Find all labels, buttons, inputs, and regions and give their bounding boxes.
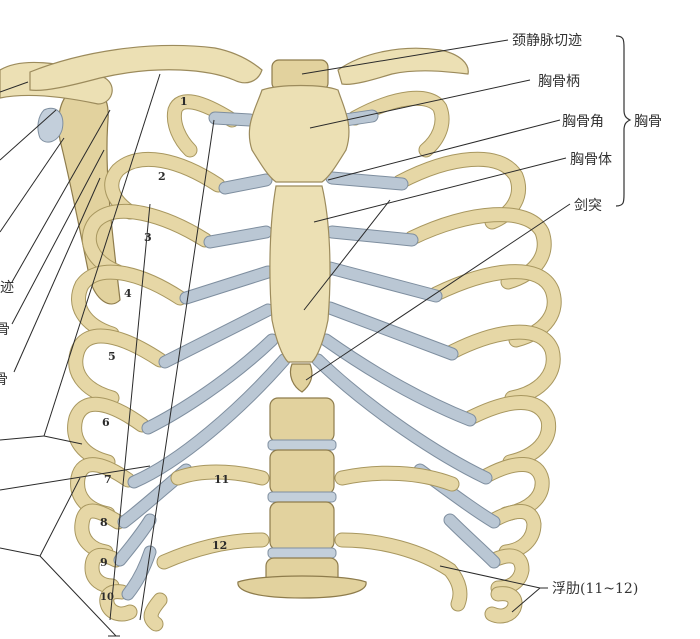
label-sternum-group: 胸骨	[634, 114, 662, 130]
cropped-left-label-3: 骨	[0, 372, 8, 388]
label-sternal-angle: 胸骨角	[562, 114, 604, 130]
sternum-group-brace	[615, 35, 632, 207]
rib-number-8: 8	[100, 516, 108, 529]
right-labels: 颈静脉切迹 胸骨柄 胸骨角 胸骨体 剑突 胸骨 浮肋(11~12)	[512, 33, 662, 597]
sternum-body-shape	[269, 185, 331, 363]
left-ribs	[67, 94, 291, 632]
sternum	[248, 84, 350, 393]
manubrium-shape	[248, 84, 350, 183]
rib-number-5: 5	[108, 350, 116, 363]
rib-number-9: 9	[100, 556, 108, 569]
rib-number-10: 10	[100, 592, 114, 603]
label-jugular-notch: 颈静脉切迹	[512, 33, 582, 49]
rib-number-labels: 1 2 3 4 5 6 7 8 9 10 11 12	[100, 95, 229, 603]
label-xiphoid: 剑突	[574, 198, 602, 214]
rib-number-2: 2	[158, 170, 166, 183]
rib-number-12: 12	[212, 539, 227, 552]
label-floating-ribs: 浮肋(11~12)	[552, 581, 638, 597]
label-sternum-body: 胸骨体	[570, 152, 612, 168]
rib-number-3: 3	[144, 231, 152, 244]
rib-number-6: 6	[102, 416, 110, 429]
cropped-left-label-1: 迹	[0, 280, 14, 296]
rib-number-7: 7	[104, 473, 112, 486]
left-cropped-labels: 迹 骨 骨	[0, 280, 14, 388]
right-ribs	[311, 90, 562, 624]
left-leader-lines	[0, 73, 215, 637]
label-manubrium: 胸骨柄	[538, 74, 580, 90]
clavicle-illustration	[29, 44, 469, 91]
vertebral-column	[237, 59, 367, 599]
rib-number-11: 11	[214, 473, 229, 486]
rib-number-1: 1	[180, 95, 188, 108]
xiphoid-shape	[289, 363, 313, 393]
rib-number-4: 4	[124, 287, 132, 300]
right-leader-lines	[301, 39, 571, 613]
cropped-left-label-2: 骨	[0, 322, 10, 338]
